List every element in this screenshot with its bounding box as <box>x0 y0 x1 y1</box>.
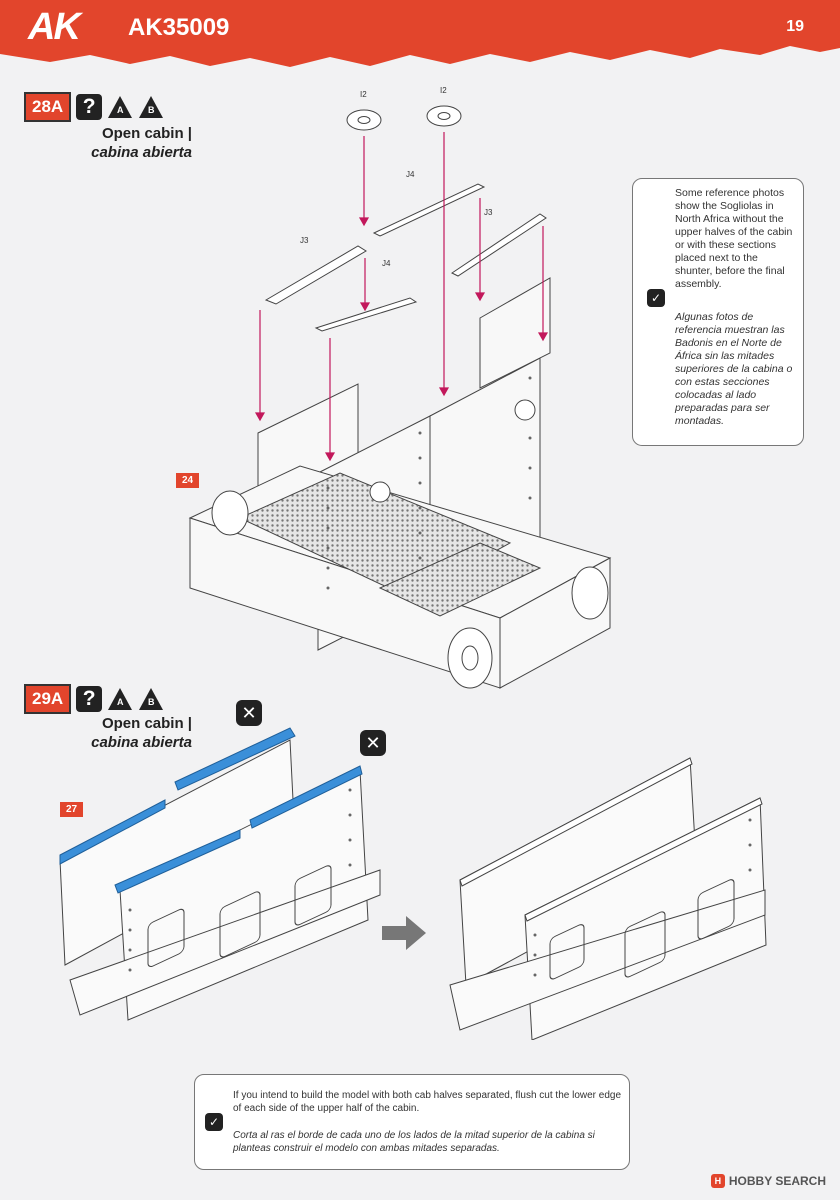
step-number: 29A <box>24 684 72 714</box>
part-label-j4: J4 <box>406 170 415 179</box>
hobby-search-logo-icon: H <box>710 1174 725 1188</box>
cut-remove-icon: ✕ <box>360 730 386 756</box>
note-text-en: Some reference photos show the Sogliolas… <box>675 187 793 290</box>
variant-a-icon: A <box>107 687 133 711</box>
step-28a-title: Open cabin | cabina abierta <box>91 125 192 161</box>
step-29a-cabin-after <box>449 757 767 1040</box>
page-number: 19 <box>786 18 804 35</box>
step-29a-header: 29A ? A B <box>24 684 164 714</box>
note-text-en: If you intend to build the model with bo… <box>233 1090 622 1114</box>
part-label-j3: J3 <box>484 208 493 217</box>
transition-arrow-icon <box>382 916 426 950</box>
checkmark-icon: ✓ <box>647 289 665 307</box>
step-28a-header: 28A ? A B <box>24 92 164 122</box>
step-29a-title: Open cabin | cabina abierta <box>91 715 192 751</box>
variant-b-icon: B <box>138 687 164 711</box>
question-icon: ? <box>76 686 103 712</box>
ak-logo: AK <box>28 6 81 48</box>
note-flush-cut: ✓ If you intend to build the model with … <box>194 1074 630 1170</box>
page-header: AK AK35009 19 <box>0 0 840 70</box>
note-text-es: Corta al ras el borde de cada uno de los… <box>233 1130 595 1154</box>
step-number: 28A <box>24 92 72 122</box>
watermark-text: HOBBY SEARCH <box>728 1174 826 1188</box>
reference-step-24: 24 <box>176 473 200 488</box>
checkmark-icon: ✓ <box>205 1113 223 1131</box>
note-text-es: Algunas fotos de referencia muestran las… <box>675 311 793 427</box>
reference-step-27: 27 <box>60 802 84 817</box>
question-icon: ? <box>76 94 103 120</box>
watermark: H HOBBY SEARCH <box>710 1174 826 1188</box>
step-28a-diagram <box>188 105 612 689</box>
cut-remove-icon: ✕ <box>236 700 262 726</box>
header-banner <box>0 0 840 67</box>
step-29a-cabin-before <box>59 727 381 1021</box>
part-label-i2: I2 <box>360 90 367 99</box>
part-label-j3: J3 <box>300 236 309 245</box>
note-reference-photos: Some reference photos show the Sogliolas… <box>632 178 804 446</box>
part-label-i2: I2 <box>440 86 447 95</box>
product-code: AK35009 <box>128 14 230 41</box>
variant-b-icon: B <box>138 95 164 119</box>
variant-a-icon: A <box>107 95 133 119</box>
part-label-j4: J4 <box>382 259 391 268</box>
